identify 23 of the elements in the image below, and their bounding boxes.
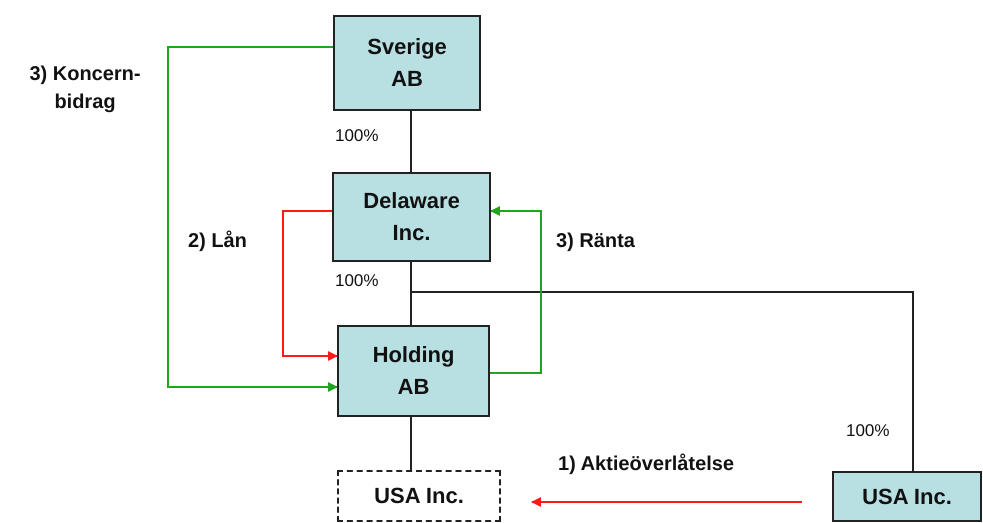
ownership-percentage: 100%	[335, 126, 380, 146]
edge-label: 3) Koncern-bidrag	[28, 62, 142, 115]
company-name: Sverige AB	[366, 33, 448, 93]
company-name: Delaware Inc.	[362, 187, 461, 247]
edge-label: 3) Ränta	[556, 229, 636, 254]
company-box	[337, 325, 490, 417]
flow-arrow	[531, 497, 802, 507]
company-name: USA Inc.	[862, 482, 952, 510]
flow-arrow	[490, 206, 542, 374]
edge-label: 1) Aktieöverlåtelse	[558, 452, 736, 477]
company-box	[333, 15, 481, 111]
flow-arrow	[282, 210, 338, 361]
ownership-percentage: 100%	[335, 271, 380, 291]
ownership-percentage: 100%	[846, 421, 890, 441]
company-box	[332, 172, 491, 262]
ownership-line	[410, 417, 412, 470]
company-name: Holding AB	[372, 341, 456, 401]
company-box	[832, 471, 982, 522]
planned-company-box	[337, 470, 501, 522]
ownership-line	[410, 111, 412, 172]
flow-arrow	[167, 46, 338, 392]
edge-label: 2) Lån	[188, 229, 248, 254]
company-name: USA Inc.	[374, 482, 464, 510]
